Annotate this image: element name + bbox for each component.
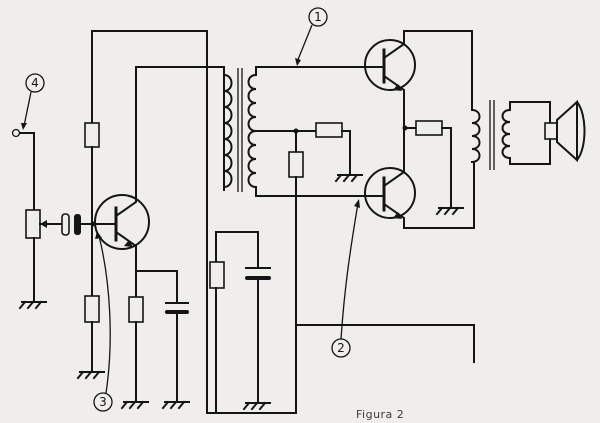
callout-circle-4 [25, 73, 45, 93]
decoupling-wire [215, 231, 259, 269]
wiper-arrow [40, 220, 47, 228]
callout-2: 2 [331, 199, 360, 358]
output-resistor-down [441, 127, 452, 209]
output-bias-network [288, 122, 475, 326]
q2-collector [382, 127, 405, 188]
secondary-top-wire [255, 66, 369, 76]
callout-label-4: 4 [31, 76, 39, 90]
q2-emitter-arrow [393, 212, 402, 219]
ground-symbol-bias-out [334, 173, 363, 183]
callout-circle-1 [308, 7, 328, 27]
output-transistor-2 [364, 167, 416, 219]
emitter-arrow [124, 240, 133, 247]
speaker-cone-rim [575, 100, 586, 162]
callout-arrow-4 [21, 123, 27, 130]
ground-symbol-output [435, 206, 464, 216]
callout-3: 3 [93, 231, 113, 412]
primary-winding [222, 73, 233, 189]
callout-1: 1 [295, 7, 328, 66]
speaker-magnet [544, 122, 558, 140]
output-transformer [470, 100, 551, 170]
driver-stage [76, 30, 225, 414]
input-wire [19, 132, 35, 211]
ground-symbol-input [18, 300, 47, 310]
bypass-capacitor-bottom [165, 310, 189, 314]
callout-leader-3 [98, 235, 111, 394]
callout-4: 4 [21, 73, 45, 130]
q1-collector [382, 30, 473, 60]
callout-circle-3 [93, 392, 113, 412]
ground-symbol-bypass [161, 400, 190, 410]
secondary-to-speaker-bottom [509, 136, 551, 165]
callout-leader-2 [340, 202, 359, 340]
callout-arrow-2 [354, 199, 360, 208]
driver-transformer [222, 66, 369, 197]
input-section [11, 128, 109, 310]
output-transistor-upper [364, 30, 473, 129]
callout-leader-4 [23, 91, 32, 127]
output-transistor-lower [364, 127, 475, 229]
driver-transistor [94, 194, 150, 250]
q1-emitter-arrow [393, 84, 402, 91]
callout-arrow-3 [95, 231, 102, 239]
q1-emitter [382, 74, 405, 129]
output-core [489, 100, 495, 170]
ground-return [206, 231, 297, 414]
coupling-capacitor-plate-a [61, 213, 70, 236]
secondary-winding [247, 73, 258, 189]
volume-potentiometer [25, 209, 41, 239]
callout-arrow-1 [295, 58, 301, 66]
supply-rail [91, 30, 208, 414]
transformer-core [237, 68, 243, 192]
bias-resistor-horizontal [315, 122, 343, 138]
coupling-capacitor-plate-b [74, 214, 81, 235]
ground-symbol-bias [76, 370, 105, 380]
loudspeaker [544, 99, 586, 163]
bias-resistor-lower [84, 295, 100, 323]
output-secondary-winding [501, 108, 512, 160]
bias-resistor-vertical [288, 151, 304, 178]
figure-caption: Figura 2 [356, 408, 404, 421]
speaker-cone [556, 99, 578, 163]
callout-leader-1 [296, 24, 313, 63]
output-primary-winding [470, 108, 481, 164]
bias-resistor-upper [84, 122, 100, 148]
callout-label-1: 1 [314, 10, 322, 24]
output-junction [402, 30, 475, 363]
ground-symbol-emitter [120, 400, 149, 410]
output-transistor-1 [364, 39, 416, 91]
secondary-bottom-wire [255, 186, 369, 197]
emitter-bypass-wire [135, 270, 178, 304]
decoupling-capacitor-bottom [245, 276, 271, 280]
callout-label-2: 2 [337, 341, 345, 355]
secondary-to-speaker-top [509, 101, 551, 125]
transistor-emitter [114, 230, 137, 272]
output-resistor [415, 120, 443, 136]
collector-to-primary-wire [135, 66, 225, 191]
emitter-resistor [128, 296, 144, 323]
q2-emitter [382, 202, 475, 229]
transistor-collector [114, 66, 137, 218]
input-terminal [11, 128, 21, 138]
decoupling-resistor [209, 261, 225, 289]
ground-symbol-decoupling [242, 401, 271, 411]
callout-label-3: 3 [99, 395, 107, 409]
bottom-return-wire [206, 324, 297, 414]
bias-to-ground-wire [341, 130, 351, 176]
